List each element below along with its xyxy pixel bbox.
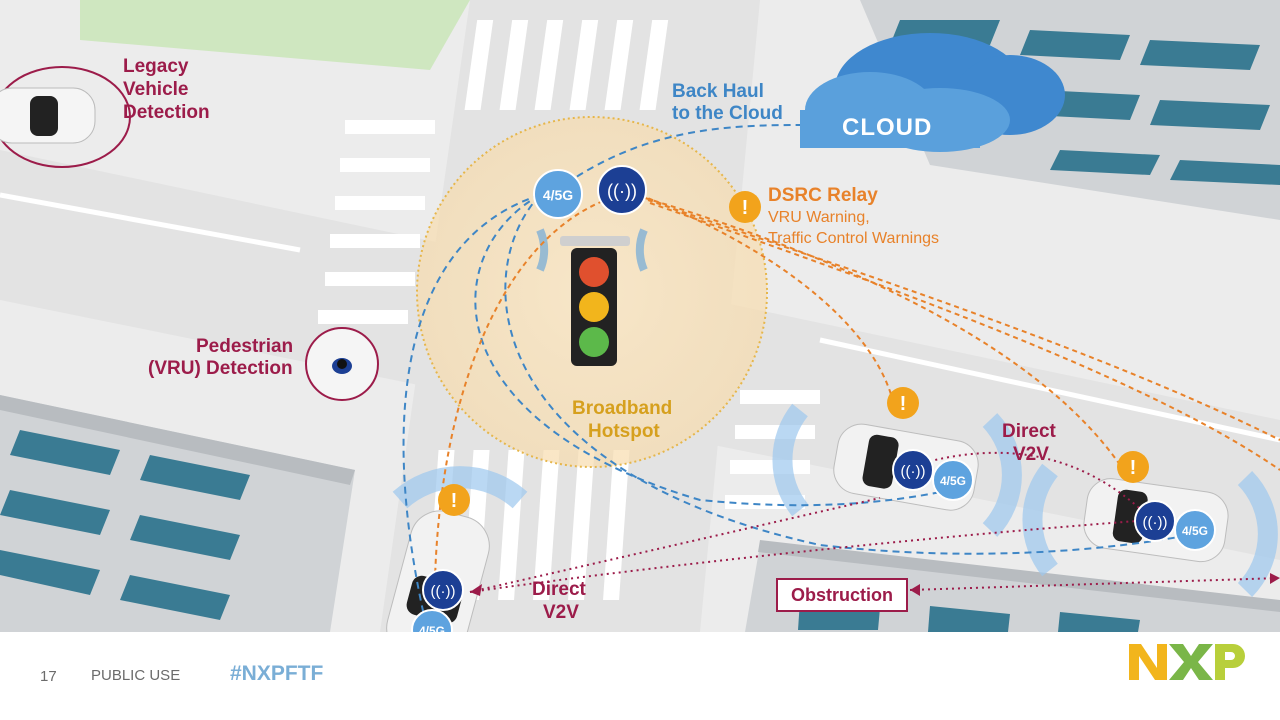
svg-text:((·)): ((·)) xyxy=(607,181,637,201)
building-bottom-left xyxy=(0,395,355,632)
backhaul-links xyxy=(402,124,1191,621)
svg-text:!: ! xyxy=(451,490,458,512)
backhaul-label-line2: to the Cloud xyxy=(672,103,783,124)
svg-text:4/5G: 4/5G xyxy=(543,187,573,203)
nxp-logo xyxy=(1129,644,1245,680)
cellular-badge: 4/5G xyxy=(533,169,583,219)
legacy-label-line2: Vehicle xyxy=(123,79,189,100)
hotspot-label-line1: Broadband xyxy=(572,398,673,419)
antenna-icon: ((·)) xyxy=(597,165,647,215)
svg-text:((·)): ((·)) xyxy=(901,463,926,480)
crosswalk-left xyxy=(318,120,435,324)
car-icon xyxy=(0,66,131,168)
backhaul-label-line1: Back Haul xyxy=(672,81,764,102)
legacy-label-line1: Legacy xyxy=(123,56,189,77)
crosswalk-top xyxy=(464,20,669,110)
svg-text:4/5G: 4/5G xyxy=(1182,524,1208,538)
svg-text:((·)): ((·)) xyxy=(431,583,456,600)
cloud-label: CLOUD xyxy=(842,114,933,141)
slide-number: 17 xyxy=(40,668,57,685)
v2v-left-label-line1: Direct xyxy=(532,579,586,600)
slide-footer xyxy=(0,632,1280,720)
warning-icon: ! xyxy=(1117,451,1149,483)
svg-text:4/5G: 4/5G xyxy=(940,474,966,488)
hotspot-label-line2: Hotspot xyxy=(588,421,660,442)
pedestrian-label-line2: (VRU) Detection xyxy=(148,358,293,379)
v2v-links xyxy=(469,451,1280,593)
warning-icon: ! xyxy=(887,387,919,419)
v2v-right-label-line1: Direct xyxy=(1002,421,1056,442)
traffic-light-icon xyxy=(536,228,648,366)
pedestrian-icon xyxy=(305,327,379,401)
hashtag: #NXPFTF xyxy=(230,662,324,685)
cloud-icon xyxy=(800,33,1065,152)
antenna-icon: ((·)) xyxy=(892,449,934,491)
obstruction-label: Obstruction xyxy=(776,578,908,612)
cellular-badge: 4/5G xyxy=(932,459,974,501)
svg-text:!: ! xyxy=(742,197,749,219)
v2v-right-label-line2: V2V xyxy=(1013,444,1049,465)
dsrc-relay-title: DSRC Relay xyxy=(768,185,878,206)
legacy-label-line3: Detection xyxy=(123,102,210,123)
warning-icon: ! xyxy=(729,191,761,223)
antenna-icon: ((·)) xyxy=(1134,500,1176,542)
antenna-icon: ((·)) xyxy=(422,569,464,611)
dsrc-relay-subtitle-1: VRU Warning, xyxy=(768,209,870,226)
svg-text:!: ! xyxy=(1130,457,1137,479)
pedestrian-label-line1: Pedestrian xyxy=(196,336,294,357)
svg-text:((·)): ((·)) xyxy=(1143,514,1168,531)
dsrc-relay-subtitle-2: Traffic Control Warnings xyxy=(768,230,940,247)
v2v-left-label-line2: V2V xyxy=(543,602,579,623)
svg-text:!: ! xyxy=(900,393,907,415)
cellular-badge: 4/5G xyxy=(1174,509,1216,551)
warning-icon: ! xyxy=(438,484,470,516)
classification-label: PUBLIC USE xyxy=(91,667,181,684)
